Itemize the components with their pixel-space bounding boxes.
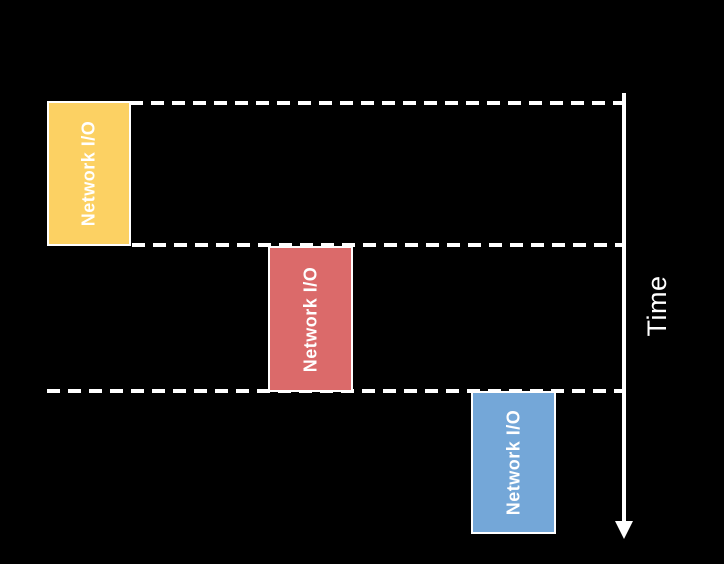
- network-io-box-2: Network I/O: [268, 246, 353, 392]
- network-io-box-3: Network I/O: [471, 391, 556, 534]
- network-io-box-1: Network I/O: [47, 101, 131, 246]
- dashed-guide-line-2: [132, 243, 623, 247]
- network-io-box-2-label: Network I/O: [300, 266, 320, 372]
- network-io-box-3-label: Network I/O: [503, 409, 523, 516]
- dashed-guide-line-1: [130, 101, 623, 105]
- time-axis-label: Time: [642, 275, 672, 337]
- network-io-box-1-label: Network I/O: [78, 120, 99, 227]
- arrow-down-icon: [615, 521, 633, 539]
- time-axis-line: [622, 93, 626, 525]
